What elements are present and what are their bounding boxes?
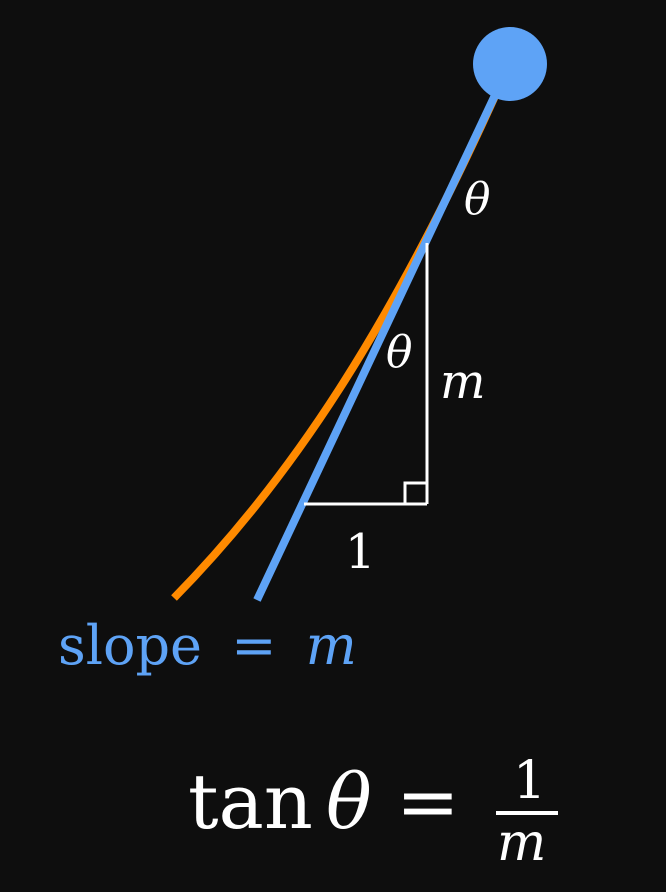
slope-label: slope = m — [58, 614, 357, 677]
curve — [171, 83, 504, 601]
slope-equals: = — [231, 614, 276, 677]
right-angle-mark — [403, 481, 427, 504]
equation-lhs-var: θ — [326, 757, 372, 846]
equation-lhs-fn: tan — [188, 757, 313, 846]
slope-triangle — [304, 243, 429, 506]
run-label: 1 — [345, 524, 376, 580]
tangent-point — [473, 27, 547, 101]
rise-label: m — [440, 354, 486, 410]
equation-denominator: m — [497, 813, 546, 873]
equation-equals: = — [396, 757, 460, 846]
slope-word: slope — [58, 614, 202, 677]
theta-top-label: θ — [464, 174, 491, 225]
equation: tan θ = 1 m — [188, 751, 558, 873]
equation-numerator: 1 — [513, 751, 546, 811]
tangent-line — [253, 72, 509, 602]
theta-triangle-label: θ — [386, 327, 413, 378]
slope-value: m — [306, 614, 357, 677]
